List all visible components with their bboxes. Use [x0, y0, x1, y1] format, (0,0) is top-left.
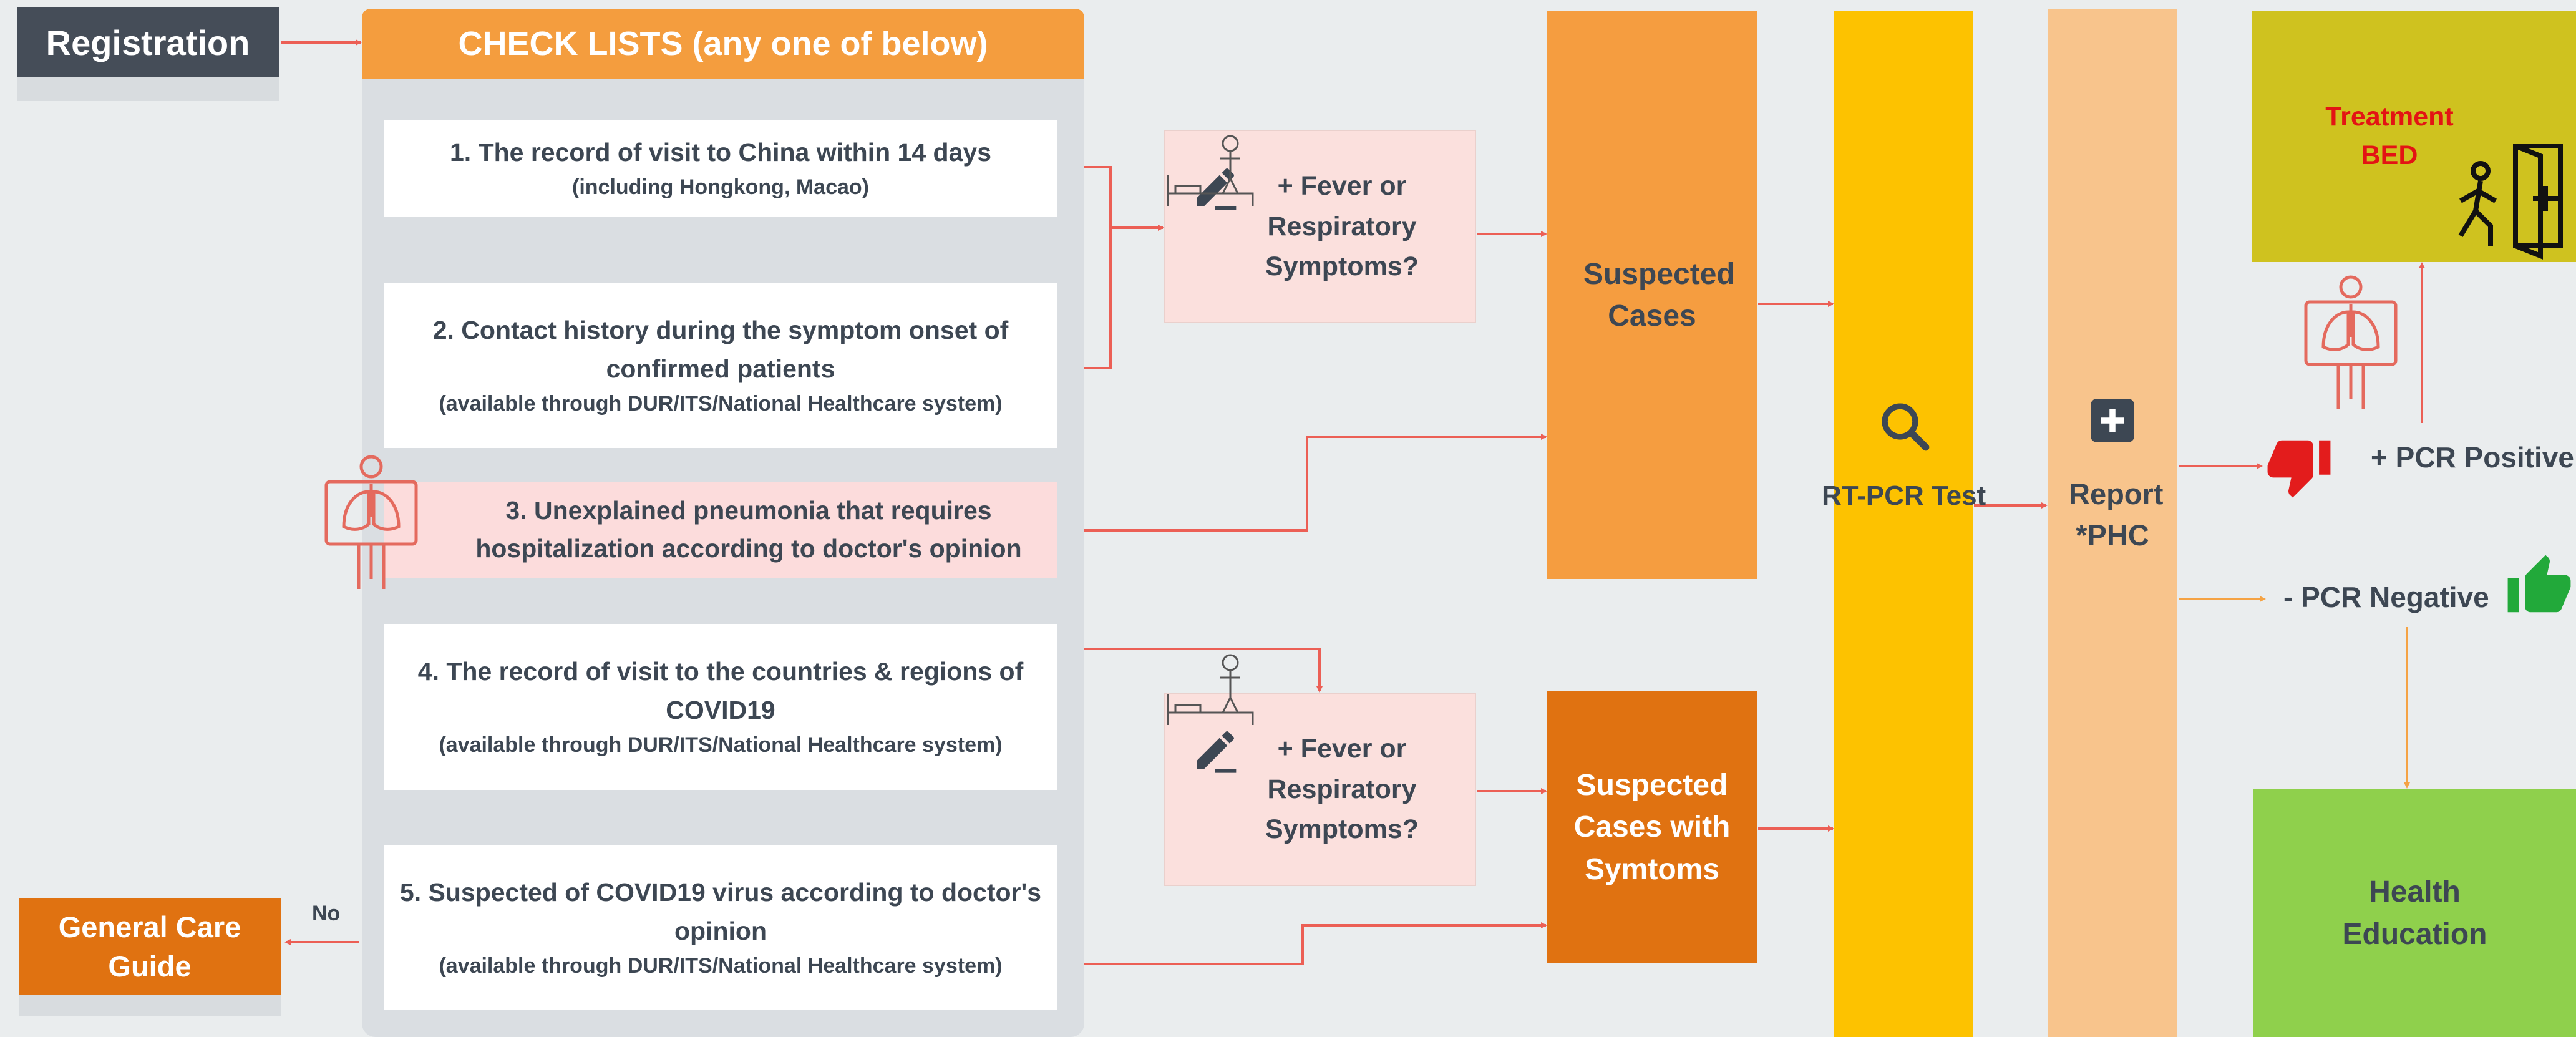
pcr-positive-label: + PCR Positive [2371, 441, 2574, 474]
fever-check-1-text: + Fever or Respiratory Symptoms? [1265, 171, 1419, 282]
checklist-item-2-sub: (available through DUR/ITS/National Heal… [439, 392, 1003, 416]
suspected-symptoms-label: Suspected Cases with Symtoms [1573, 769, 1731, 886]
pencil-icon [1197, 168, 1237, 210]
registration-box: Registration [17, 7, 279, 77]
health-education-box: Health Education [2253, 789, 2576, 1037]
exit-door-icon [2458, 144, 2563, 260]
general-care-label: General Care Guide [58, 910, 241, 983]
health-education-label: Health Education [2342, 875, 2487, 951]
rtpcr-label: RT-PCR Test [1822, 480, 1986, 511]
checklist-item-3: 3. Unexplained pneumonia that requires h… [384, 482, 1057, 578]
lungs-xray-icon [2304, 275, 2398, 409]
lungs-xray-icon [324, 455, 418, 589]
arrow-item4-fever2 [1059, 648, 1323, 693]
fever-check-2: + Fever or Respiratory Symptoms? [1164, 654, 1476, 886]
treatment-bed-box [2252, 11, 2576, 262]
suspected-symptoms-box: Suspected Cases with Symtoms [1547, 691, 1757, 963]
pcr-negative-label: - PCR Negative [2283, 581, 2489, 613]
arrow-item1-fever [1059, 166, 1164, 231]
fever-check-2-text: + Fever or Respiratory Symptoms? [1265, 734, 1419, 845]
rtpcr-column: RT-PCR Test [1822, 11, 1986, 1037]
checklist-item-2-main: 2. Contact history during the symptom on… [432, 316, 1009, 383]
checklist-item-5-main: 5. Suspected of COVID19 virus according … [399, 878, 1042, 945]
checklist-item-5: 5. Suspected of COVID19 virus according … [384, 845, 1057, 1010]
report-label: Report *PHC [2069, 477, 2164, 552]
report-column: Report *PHC [2048, 9, 2177, 1037]
general-care-guide-box: General Care Guide [19, 898, 281, 995]
checklist-item-4: 4. The record of visit to the countries … [384, 624, 1057, 790]
checklist-item-1-sub: (including Hongkong, Macao) [572, 175, 869, 200]
checklist-header: CHECK LISTS (any one of below) [362, 9, 1084, 79]
checklist-item-1: 1. The record of visit to China within 1… [384, 120, 1057, 217]
registration-label: Registration [46, 22, 250, 62]
treatment-label: Treatment BED [2325, 102, 2454, 171]
general-care-tab [19, 995, 281, 1016]
pencil-icon [1197, 731, 1237, 773]
checklist-item-4-sub: (available through DUR/ITS/National Heal… [439, 733, 1003, 757]
suspected-cases-box: Suspected Cases [1547, 11, 1757, 579]
checklist-item-4-main: 4. The record of visit to the countries … [417, 657, 1024, 724]
suspected-cases-label: Suspected Cases [1583, 257, 1735, 333]
no-branch-label: No [312, 902, 341, 925]
hospital-bed-icon [1167, 135, 1254, 206]
fever-check-1: + Fever or Respiratory Symptoms? [1164, 130, 1476, 323]
registration-tab [17, 77, 279, 101]
thumbs-up-icon [2507, 555, 2571, 613]
checklist-item-2: 2. Contact history during the symptom on… [384, 283, 1057, 448]
magnifier-icon [1882, 403, 1930, 451]
checklist-item-1-main: 1. The record of visit to China within 1… [449, 137, 991, 167]
thumbs-down-icon [2267, 440, 2331, 498]
checklist-item-5-sub: (available through DUR/ITS/National Heal… [439, 954, 1003, 978]
plus-square-icon [2091, 399, 2134, 442]
arrow-item3-suspected [1059, 434, 1547, 532]
checklist-header-label: CHECK LISTS (any one of below) [458, 25, 988, 62]
arrow-item5-suspected2 [1059, 922, 1547, 965]
hospital-bed-icon [1167, 654, 1254, 725]
checklist-item-3-main: 3. Unexplained pneumonia that requires h… [475, 495, 1022, 563]
